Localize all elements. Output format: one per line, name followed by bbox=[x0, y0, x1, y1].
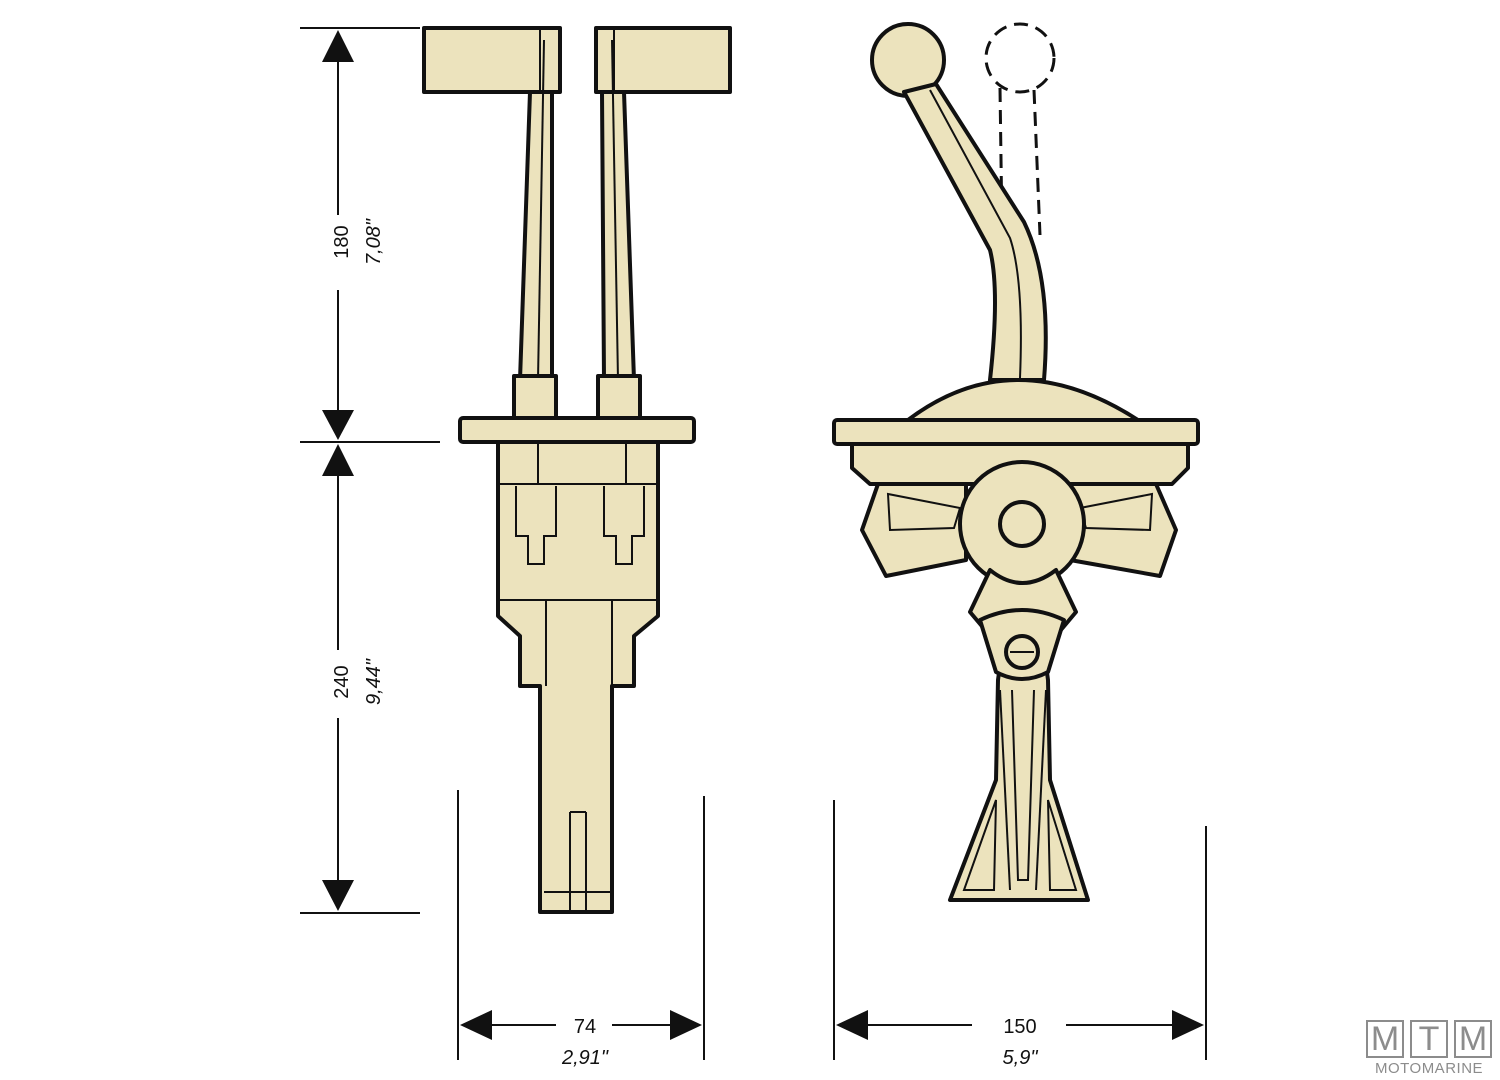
logo-letter-m1: M bbox=[1366, 1020, 1404, 1058]
side-view bbox=[422, 26, 732, 914]
motomarine-logo: M T M MOTOMARINE bbox=[1366, 1020, 1492, 1077]
control-body bbox=[496, 440, 660, 914]
lever-handle-left bbox=[422, 26, 562, 94]
arrow-head bbox=[322, 410, 354, 440]
arrow-head bbox=[460, 1010, 492, 1040]
lever-collar-right bbox=[596, 374, 642, 422]
arrow-head bbox=[322, 444, 354, 476]
dim-upper-metric: 180 bbox=[331, 225, 353, 258]
dim-front-imperial: 5,9" bbox=[1003, 1047, 1039, 1069]
arrow-head bbox=[670, 1010, 702, 1040]
dim-front-metric: 150 bbox=[1003, 1016, 1036, 1038]
lever-handle-right bbox=[594, 26, 732, 94]
front-width-dimension: 150 5,9" bbox=[833, 800, 1207, 1069]
logo-letter-m2: M bbox=[1454, 1020, 1492, 1058]
dim-lower-imperial: 9,44" bbox=[363, 658, 385, 705]
vertical-dimension: 180 7,08" 240 9,44" bbox=[300, 27, 440, 914]
control-dome bbox=[906, 378, 1140, 422]
arrow-head bbox=[836, 1010, 868, 1040]
dim-upper-imperial: 7,08" bbox=[363, 218, 385, 265]
mounting-flange bbox=[458, 416, 696, 444]
mounting-flange bbox=[832, 418, 1200, 446]
front-view bbox=[832, 22, 1200, 902]
dim-lower-metric: 240 bbox=[331, 665, 353, 698]
lever-shaft-left bbox=[518, 90, 554, 382]
logo-letter-t: T bbox=[1410, 1020, 1448, 1058]
arrow-head bbox=[322, 880, 354, 911]
dim-side-metric: 74 bbox=[574, 1016, 596, 1038]
dim-side-imperial: 2,91" bbox=[561, 1047, 609, 1069]
pivot-bolt bbox=[998, 500, 1046, 548]
lever-collar-left bbox=[512, 374, 558, 422]
logo-wordmark: MOTOMARINE bbox=[1374, 1060, 1484, 1077]
arrow-head bbox=[1172, 1010, 1204, 1040]
side-width-dimension: 74 2,91" bbox=[457, 790, 705, 1069]
arrow-head bbox=[322, 30, 354, 62]
lever-arm bbox=[902, 82, 1048, 382]
